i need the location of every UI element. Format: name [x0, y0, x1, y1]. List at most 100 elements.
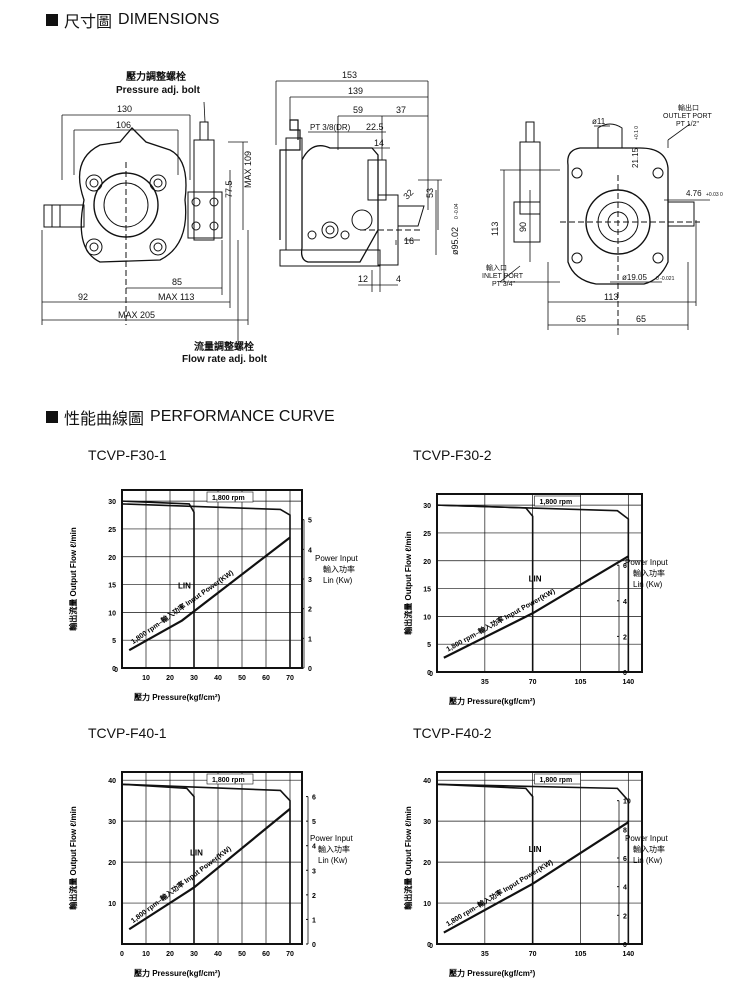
power-input-label-en: Power Input: [625, 558, 668, 567]
power-line-label: 1,800 rpm–輸入功率 Input Power(KW): [129, 568, 235, 646]
power-tick-label: 2: [623, 634, 627, 641]
dim-59: 59: [353, 105, 363, 115]
dim-max-113: MAX 113: [158, 292, 194, 302]
pressure-bolt-label-en: Pressure adj. bolt: [116, 85, 201, 96]
power-input-label-zh: 輸入功率: [318, 844, 350, 854]
x-tick-label: 50: [238, 675, 246, 682]
dim-139: 139: [348, 86, 363, 96]
x-tick-label: 40: [214, 675, 222, 682]
dim-77-5: 77.5: [224, 180, 234, 198]
dim-14: 14: [374, 138, 384, 148]
y-tick-label: 0: [427, 670, 431, 677]
bullet-square-icon: [46, 14, 58, 26]
power-tick-label: 3: [308, 577, 312, 584]
power-input-unit: Lin (Kw): [323, 576, 353, 585]
power-line: [443, 555, 629, 659]
dimension-drawing: 壓力調整螺栓 Pressure adj. bolt 130 106 77.5 M…: [41, 70, 723, 365]
chart-title-f40-1: TCVP-F40-1: [88, 725, 167, 741]
power-input-label-zh: 輸入功率: [633, 844, 665, 854]
rpm-label-box: [206, 773, 254, 785]
dim-65-left: 65: [576, 314, 586, 324]
x-tick-label: 105: [575, 679, 587, 686]
dim-max-109: MAX 109: [243, 151, 253, 188]
x-tick-label: 70: [529, 679, 537, 686]
dim-phi-95-02-tolerance: 0 -0.04: [454, 203, 460, 219]
x-tick-label: 140: [622, 679, 634, 686]
x-axis-label: 壓力 Pressure(kgf/cm²): [134, 968, 221, 978]
y-tick-label: 10: [423, 901, 431, 908]
power-tick-label: 10: [623, 799, 631, 806]
power-tick-label: 4: [312, 844, 316, 851]
dim-phi-95-02: ø95.02: [450, 227, 460, 255]
chart-title-f30-2: TCVP-F30-2: [413, 447, 492, 463]
power-line: [128, 808, 291, 931]
y-tick-label: 30: [423, 819, 431, 826]
dim-153: 153: [342, 70, 357, 80]
dimensions-heading-zh: 尺寸圖: [64, 14, 113, 31]
pressure-bolt-label-zh: 壓力調整螺栓: [126, 70, 186, 83]
outlet-port-zh: 輸出口: [678, 103, 699, 112]
x-tick-label: 10: [142, 951, 150, 958]
y-tick-label: 0: [112, 666, 116, 673]
performance-heading-en: PERFORMANCE CURVE: [150, 408, 335, 425]
y-tick-label: 10: [423, 614, 431, 621]
front-view-drawing: [43, 121, 223, 325]
dim-53: 53: [425, 188, 435, 198]
chart-title-f40-2: TCVP-F40-2: [413, 725, 492, 741]
x-tick-label: 0: [120, 951, 124, 958]
x-axis-label: 壓力 Pressure(kgf/cm²): [449, 968, 536, 978]
dim-21-15-tolerance: +0.1 0: [634, 126, 640, 140]
power-input-label-en: Power Input: [310, 834, 353, 843]
dim-16: 16: [404, 236, 414, 246]
x-tick-label: 35: [481, 951, 489, 958]
lin-label: LIN: [190, 848, 203, 857]
x-tick-label: 140: [622, 951, 634, 958]
dim-phi-19-05-tolerance: 0 -0.021: [656, 276, 675, 282]
power-tick-label: 2: [623, 913, 627, 920]
power-tick-label: 6: [623, 856, 627, 863]
inlet-port-en: INLET PORT: [482, 273, 524, 280]
power-line-label: 1,800 rpm–輸入功率 Input Power(KW): [444, 857, 554, 928]
power-tick-label: 6: [623, 563, 627, 570]
flow-line-1: [121, 503, 291, 668]
inlet-port-pt: PT 3/4": [492, 281, 515, 288]
y-axis-label: 輸出流量 Output Flow ℓ/min: [68, 527, 78, 631]
rpm-label-box: [534, 495, 581, 507]
flow-line-0: [121, 500, 195, 668]
y-tick-label: 20: [423, 559, 431, 566]
dim-phi-19-05: ø19.05: [622, 273, 647, 282]
side-view-drawing: [279, 119, 425, 267]
power-tick-label: 4: [308, 547, 312, 554]
power-tick-label: 4: [623, 885, 627, 892]
power-tick-label: 0: [623, 942, 627, 949]
rear-view-drawing: [513, 121, 700, 330]
power-input-label-zh: 輸入功率: [633, 568, 665, 578]
rpm-label-box: [206, 491, 254, 503]
outlet-port-en: OUTLET PORT: [663, 113, 712, 120]
y-tick-label: 40: [108, 778, 116, 785]
x-tick-label: 10: [142, 675, 150, 682]
plot-frame: [121, 771, 303, 945]
rpm-label: 1,800 rpm: [212, 495, 245, 502]
power-input-unit: Lin (Kw): [633, 856, 663, 865]
rpm-label-box: [534, 773, 581, 785]
x-tick-label: 20: [166, 675, 174, 682]
power-tick-label: 4: [623, 599, 627, 606]
y-tick-label: 25: [108, 527, 116, 534]
outlet-port-pt: PT 1/2": [676, 121, 699, 128]
lin-label: LIN: [178, 582, 191, 591]
y-tick-label: 5: [427, 642, 431, 649]
flow-line-1: [121, 783, 291, 944]
power-tick-label: 0: [308, 666, 312, 673]
dim-phi-11: ø11: [592, 117, 606, 126]
power-line-label: 1,800 rpm–輸入功率 Input Power(KW): [129, 844, 233, 925]
flow-line-1: [436, 504, 630, 672]
lin-label: LIN: [529, 845, 542, 854]
dim-32: 32: [401, 187, 415, 201]
x-tick-label: 40: [214, 951, 222, 958]
origin-label: 0: [429, 671, 433, 678]
x-tick-label: 35: [481, 679, 489, 686]
